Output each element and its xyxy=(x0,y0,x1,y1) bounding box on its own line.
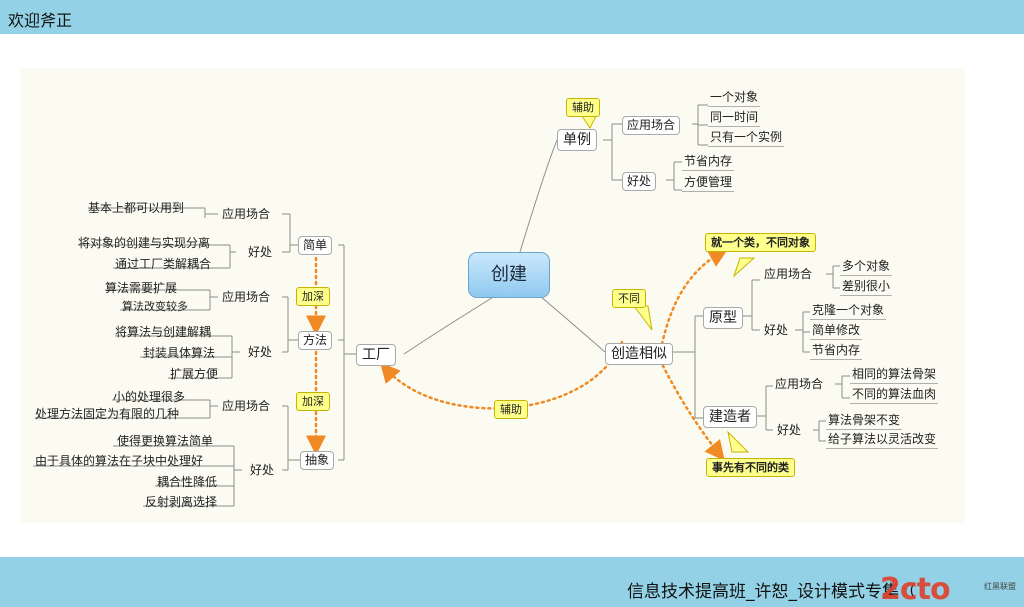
root-node[interactable]: 创建 xyxy=(468,252,550,298)
node-factory-method[interactable]: 方法 xyxy=(298,331,333,350)
arrow-to-prototype-callout xyxy=(660,248,729,346)
method-scenario-item: 算法需要扩展 xyxy=(105,281,178,295)
builder-scenario: 应用场合 xyxy=(775,377,824,391)
deepen-tag-1: 加深 xyxy=(296,287,330,306)
factory-assist-tag: 辅助 xyxy=(494,400,528,419)
singleton-scenario[interactable]: 应用场合 xyxy=(622,116,681,135)
builder-benefit-item: 算法骨架不变 xyxy=(826,412,903,430)
abstract-scenario: 应用场合 xyxy=(222,399,271,413)
method-benefit: 好处 xyxy=(248,345,273,359)
prototype-benefit-item: 克隆一个对象 xyxy=(810,302,887,320)
abstract-scenario-item: 小的处理很多 xyxy=(113,390,186,404)
node-simple-factory[interactable]: 简单 xyxy=(298,236,333,255)
prototype-benefit: 好处 xyxy=(764,323,789,337)
singleton-benefit[interactable]: 好处 xyxy=(622,172,657,191)
abstract-benefit-item: 耦合性降低 xyxy=(157,475,218,489)
builder-callout: 事先有不同的类 xyxy=(706,458,795,477)
abstract-benefit-item: 由于具体的算法在子块中处理好 xyxy=(35,454,204,468)
builder-benefit-item: 给子算法以灵活改变 xyxy=(826,431,939,449)
simple-scenario: 应用场合 xyxy=(222,207,271,221)
singleton-scenario-item: 同一时间 xyxy=(708,109,761,127)
watermark-sub: 红黑联盟 xyxy=(984,582,1016,591)
node-builder[interactable]: 建造者 xyxy=(703,406,757,428)
header-title: 欢迎斧正 xyxy=(8,11,73,30)
builder-benefit: 好处 xyxy=(777,423,802,437)
abstract-benefit: 好处 xyxy=(250,463,275,477)
edge-root-singleton xyxy=(519,139,558,253)
singleton-scenario-item: 一个对象 xyxy=(708,89,761,107)
similar-different-tag: 不同 xyxy=(612,289,646,308)
simple-benefit-item: 通过工厂类解耦合 xyxy=(115,257,212,271)
edge-root-similar xyxy=(539,295,606,353)
prototype-callout: 就一个类，不同对象 xyxy=(705,233,816,252)
simple-scenario-item: 基本上都可以用到 xyxy=(88,201,185,215)
abstract-benefit-item: 反射剥离选择 xyxy=(145,495,218,509)
node-singleton[interactable]: 单例 xyxy=(557,129,597,151)
abstract-scenario-item: 处理方法固定为有限的几种 xyxy=(35,407,180,421)
node-abstract-factory[interactable]: 抽象 xyxy=(300,451,335,470)
builder-scenario-item: 相同的算法骨架 xyxy=(850,366,939,384)
method-scenario: 应用场合 xyxy=(222,290,271,304)
prototype-scenario-item: 多个对象 xyxy=(840,258,893,276)
simple-benefit: 好处 xyxy=(248,245,273,259)
deepen-tag-2: 加深 xyxy=(296,392,330,411)
singleton-scenario-item: 只有一个实例 xyxy=(708,129,785,147)
arrow-to-builder-callout xyxy=(658,358,725,461)
header-bar: 欢迎斧正 xyxy=(0,0,1024,34)
node-prototype[interactable]: 原型 xyxy=(703,307,743,329)
method-benefit-item: 扩展方便 xyxy=(170,367,219,381)
footer-bar: 信息技术提高班_许恕_设计模式专集（ xyxy=(0,557,1024,607)
builder-scenario-item: 不同的算法血肉 xyxy=(850,386,939,404)
node-factory[interactable]: 工厂 xyxy=(356,344,396,366)
assist-arrow xyxy=(380,340,624,410)
node-similar[interactable]: 创造相似 xyxy=(605,343,673,365)
prototype-scenario-item: 差别很小 xyxy=(840,278,893,296)
prototype-benefit-item: 简单修改 xyxy=(810,322,863,340)
footer-text: 信息技术提高班_许恕_设计模式专集（ xyxy=(627,582,916,602)
method-scenario-item: 算法改变较多 xyxy=(122,300,188,313)
singleton-assist-tag: 辅助 xyxy=(566,98,600,117)
prototype-scenario: 应用场合 xyxy=(764,267,813,281)
singleton-benefit-item: 节省内存 xyxy=(682,153,735,171)
simple-benefit-item: 将对象的创建与实现分离 xyxy=(78,236,211,250)
method-benefit-item: 封装具体算法 xyxy=(143,346,216,360)
abstract-benefit-item: 使得更换算法简单 xyxy=(117,434,214,448)
singleton-benefit-item: 方便管理 xyxy=(682,174,735,192)
prototype-benefit-item: 节省内存 xyxy=(810,342,863,360)
edge-root-factory xyxy=(403,295,496,355)
method-benefit-item: 将算法与创建解耦 xyxy=(115,325,212,339)
watermark-logo: 2cto xyxy=(880,572,951,607)
